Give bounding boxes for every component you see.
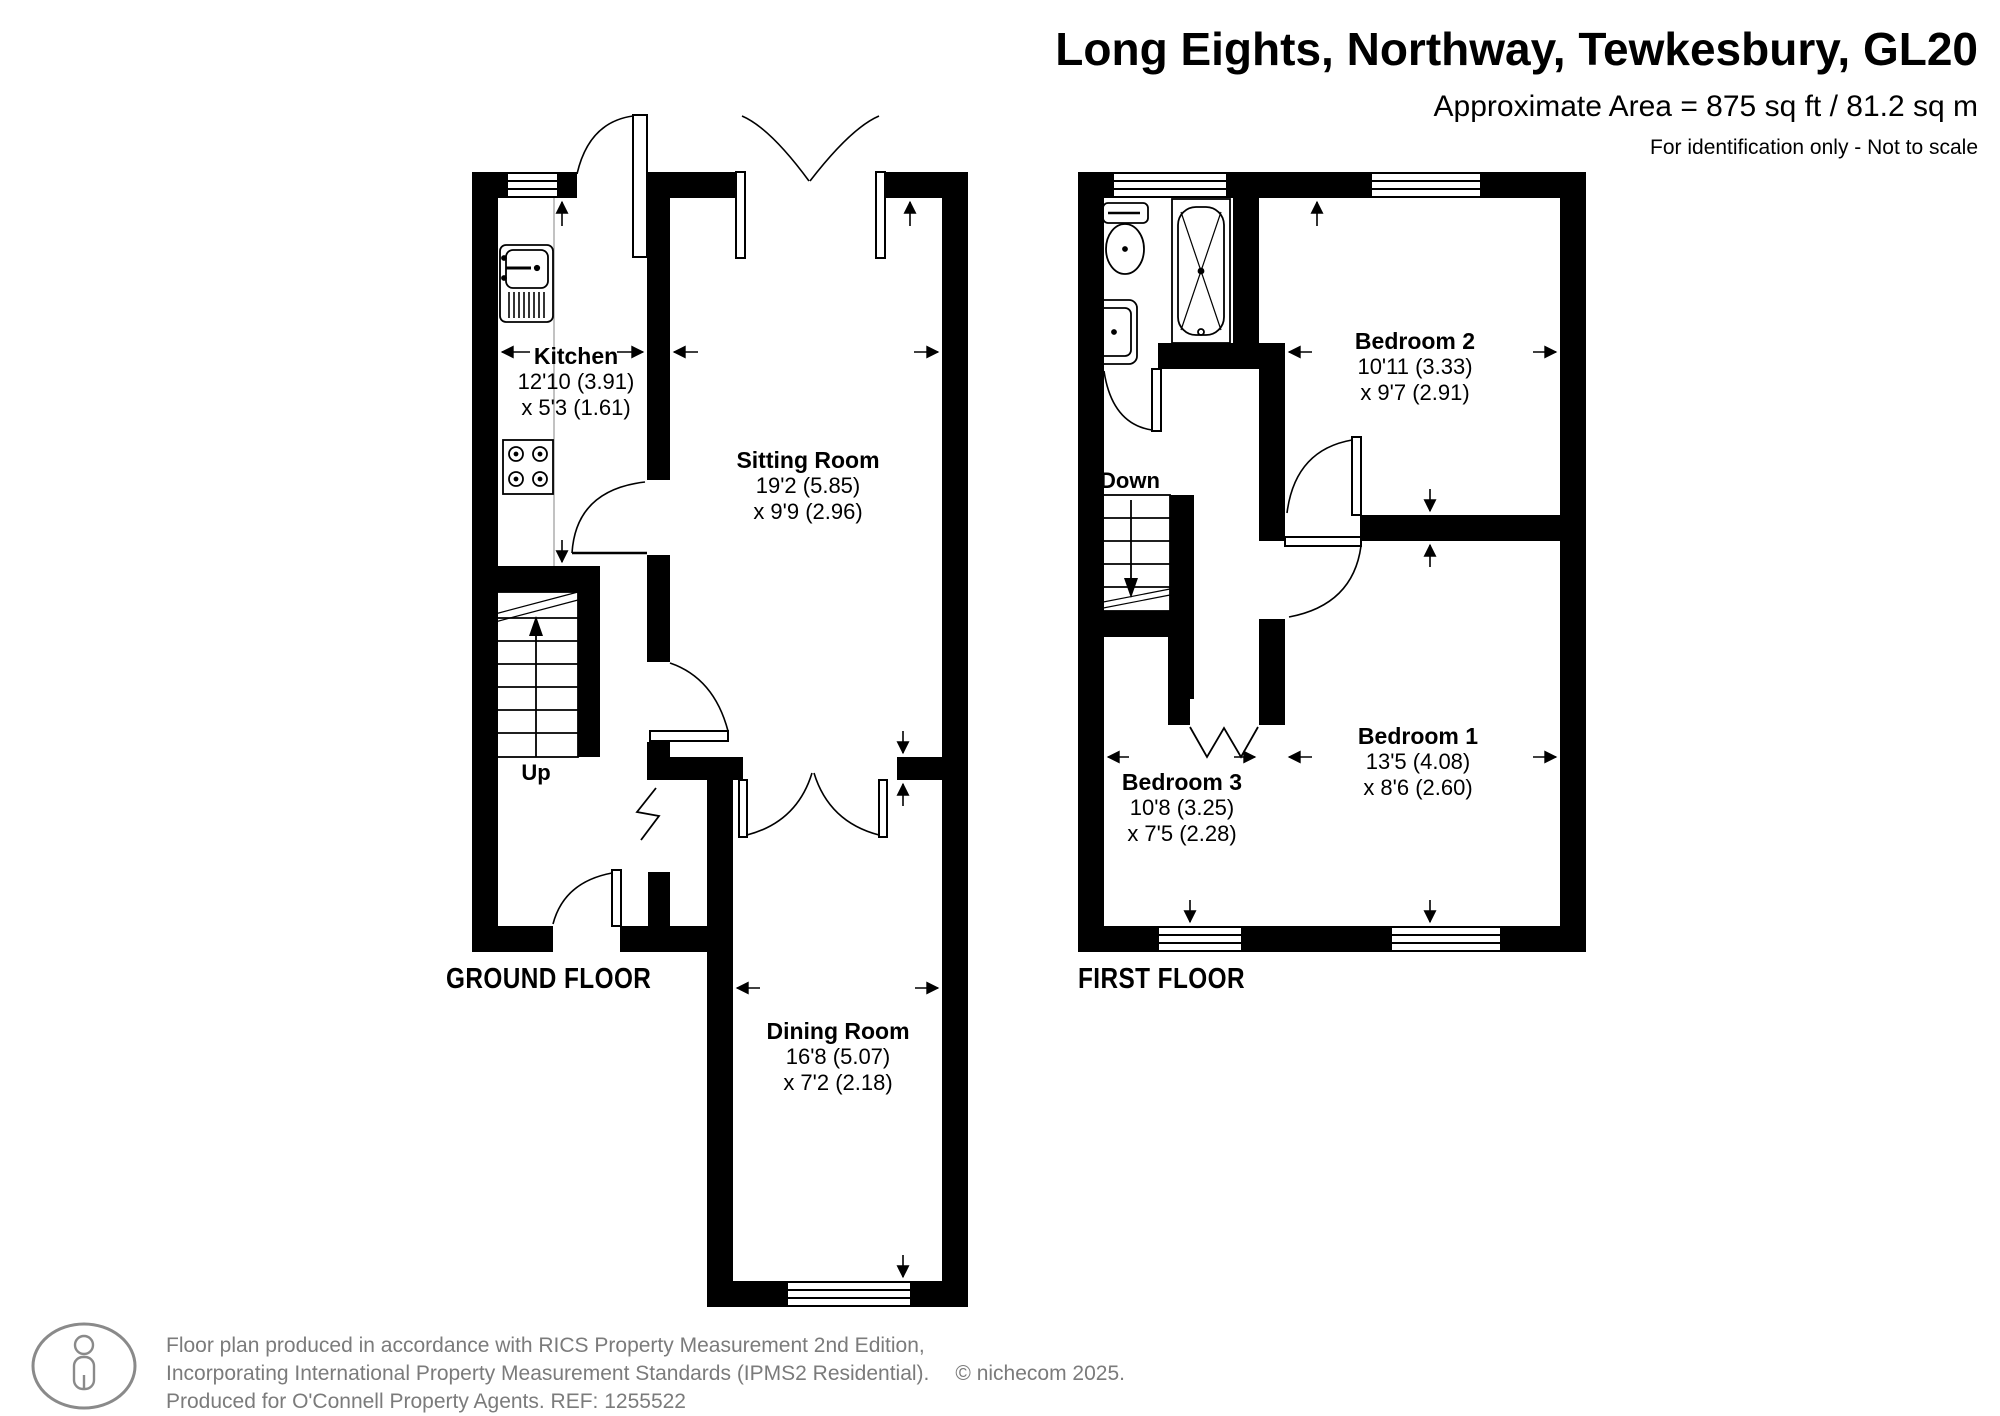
bath-icon	[1171, 198, 1231, 344]
dining-double-doors-icon	[738, 772, 888, 838]
kitchen-door-icon	[571, 481, 647, 555]
footer-line1: Floor plan produced in accordance with R…	[166, 1334, 925, 1357]
room-label-kitchen: Kitchen 12'10 (3.91) x 5'3 (1.61)	[517, 343, 635, 420]
bathroom-door-icon	[1103, 368, 1162, 432]
back-door-icon	[576, 114, 648, 258]
disclaimer-text: For identification only - Not to scale	[1650, 136, 1978, 159]
footer-line2: Incorporating International Property Mea…	[166, 1362, 1125, 1385]
footer-line3: Produced for O'Connell Property Agents. …	[166, 1390, 686, 1413]
opening-zigzag-icon	[635, 787, 661, 841]
copyright-text: © nichecom 2025.	[955, 1362, 1125, 1385]
bedroom2-window-icon	[1370, 172, 1482, 198]
stairs-down-icon	[1092, 494, 1171, 612]
hall-door-icon	[649, 662, 729, 742]
first-floor-plan	[1078, 172, 1586, 952]
sink-unit-icon	[499, 244, 554, 323]
first-floor-windows	[1112, 172, 1502, 952]
dining-window-icon	[786, 1281, 912, 1307]
ground-floor-label: GROUND FLOOR	[446, 963, 652, 995]
stairs-up-icon	[494, 591, 579, 758]
first-floor-walls	[1078, 172, 1586, 952]
room-label-bedroom1: Bedroom 1 13'5 (4.08) x 8'6 (2.60)	[1357, 723, 1479, 800]
page-title: Long Eights, Northway, Tewkesbury, GL20	[1055, 23, 1978, 75]
bedroom2-door-icon	[1286, 436, 1362, 516]
ground-floor-doors	[552, 114, 888, 927]
ground-floor-windows	[506, 172, 912, 1307]
bedroom1-window-icon	[1390, 926, 1502, 952]
nichecom-person-icon	[31, 1322, 137, 1410]
toilet-icon	[1102, 202, 1149, 275]
first-floor-doors	[1103, 368, 1362, 759]
stove-icon	[502, 439, 554, 495]
ground-floor-plan	[472, 114, 968, 1307]
bathroom-window-icon	[1112, 172, 1228, 198]
basin-icon	[1089, 299, 1138, 365]
room-label-bedroom2: Bedroom 2 10'11 (3.33) x 9'7 (2.91)	[1354, 328, 1476, 405]
room-label-sitting-room: Sitting Room 19'2 (5.85) x 9'9 (2.96)	[736, 447, 880, 524]
kitchen-window-icon	[506, 172, 559, 198]
room-label-bedroom3: Bedroom 3 10'8 (3.25) x 7'5 (2.28)	[1121, 769, 1243, 846]
room-label-dining-room: Dining Room 16'8 (5.07) x 7'2 (2.18)	[766, 1018, 910, 1095]
drainer-lines	[508, 292, 545, 318]
stairs-up-label: Up	[521, 760, 551, 785]
bedroom1-door-icon	[1284, 536, 1362, 618]
ground-dimension-arrow-icons	[500, 200, 940, 1279]
bedroom3-window-icon	[1157, 926, 1243, 952]
first-floor-label: FIRST FLOOR	[1078, 963, 1246, 995]
kitchen-fixtures	[499, 198, 555, 566]
bedroom3-bifold-door-icon	[1189, 726, 1259, 759]
ground-floor-walls	[472, 172, 968, 1307]
bathroom-fixtures	[1089, 198, 1231, 365]
french-doors-icon	[735, 115, 886, 259]
approximate-area: Approximate Area = 875 sq ft / 81.2 sq m	[1433, 90, 1978, 123]
rear-hall-door-icon	[552, 869, 622, 927]
stairs-down-label: Down	[1100, 468, 1160, 493]
first-dimension-arrow-icons	[1106, 200, 1558, 924]
